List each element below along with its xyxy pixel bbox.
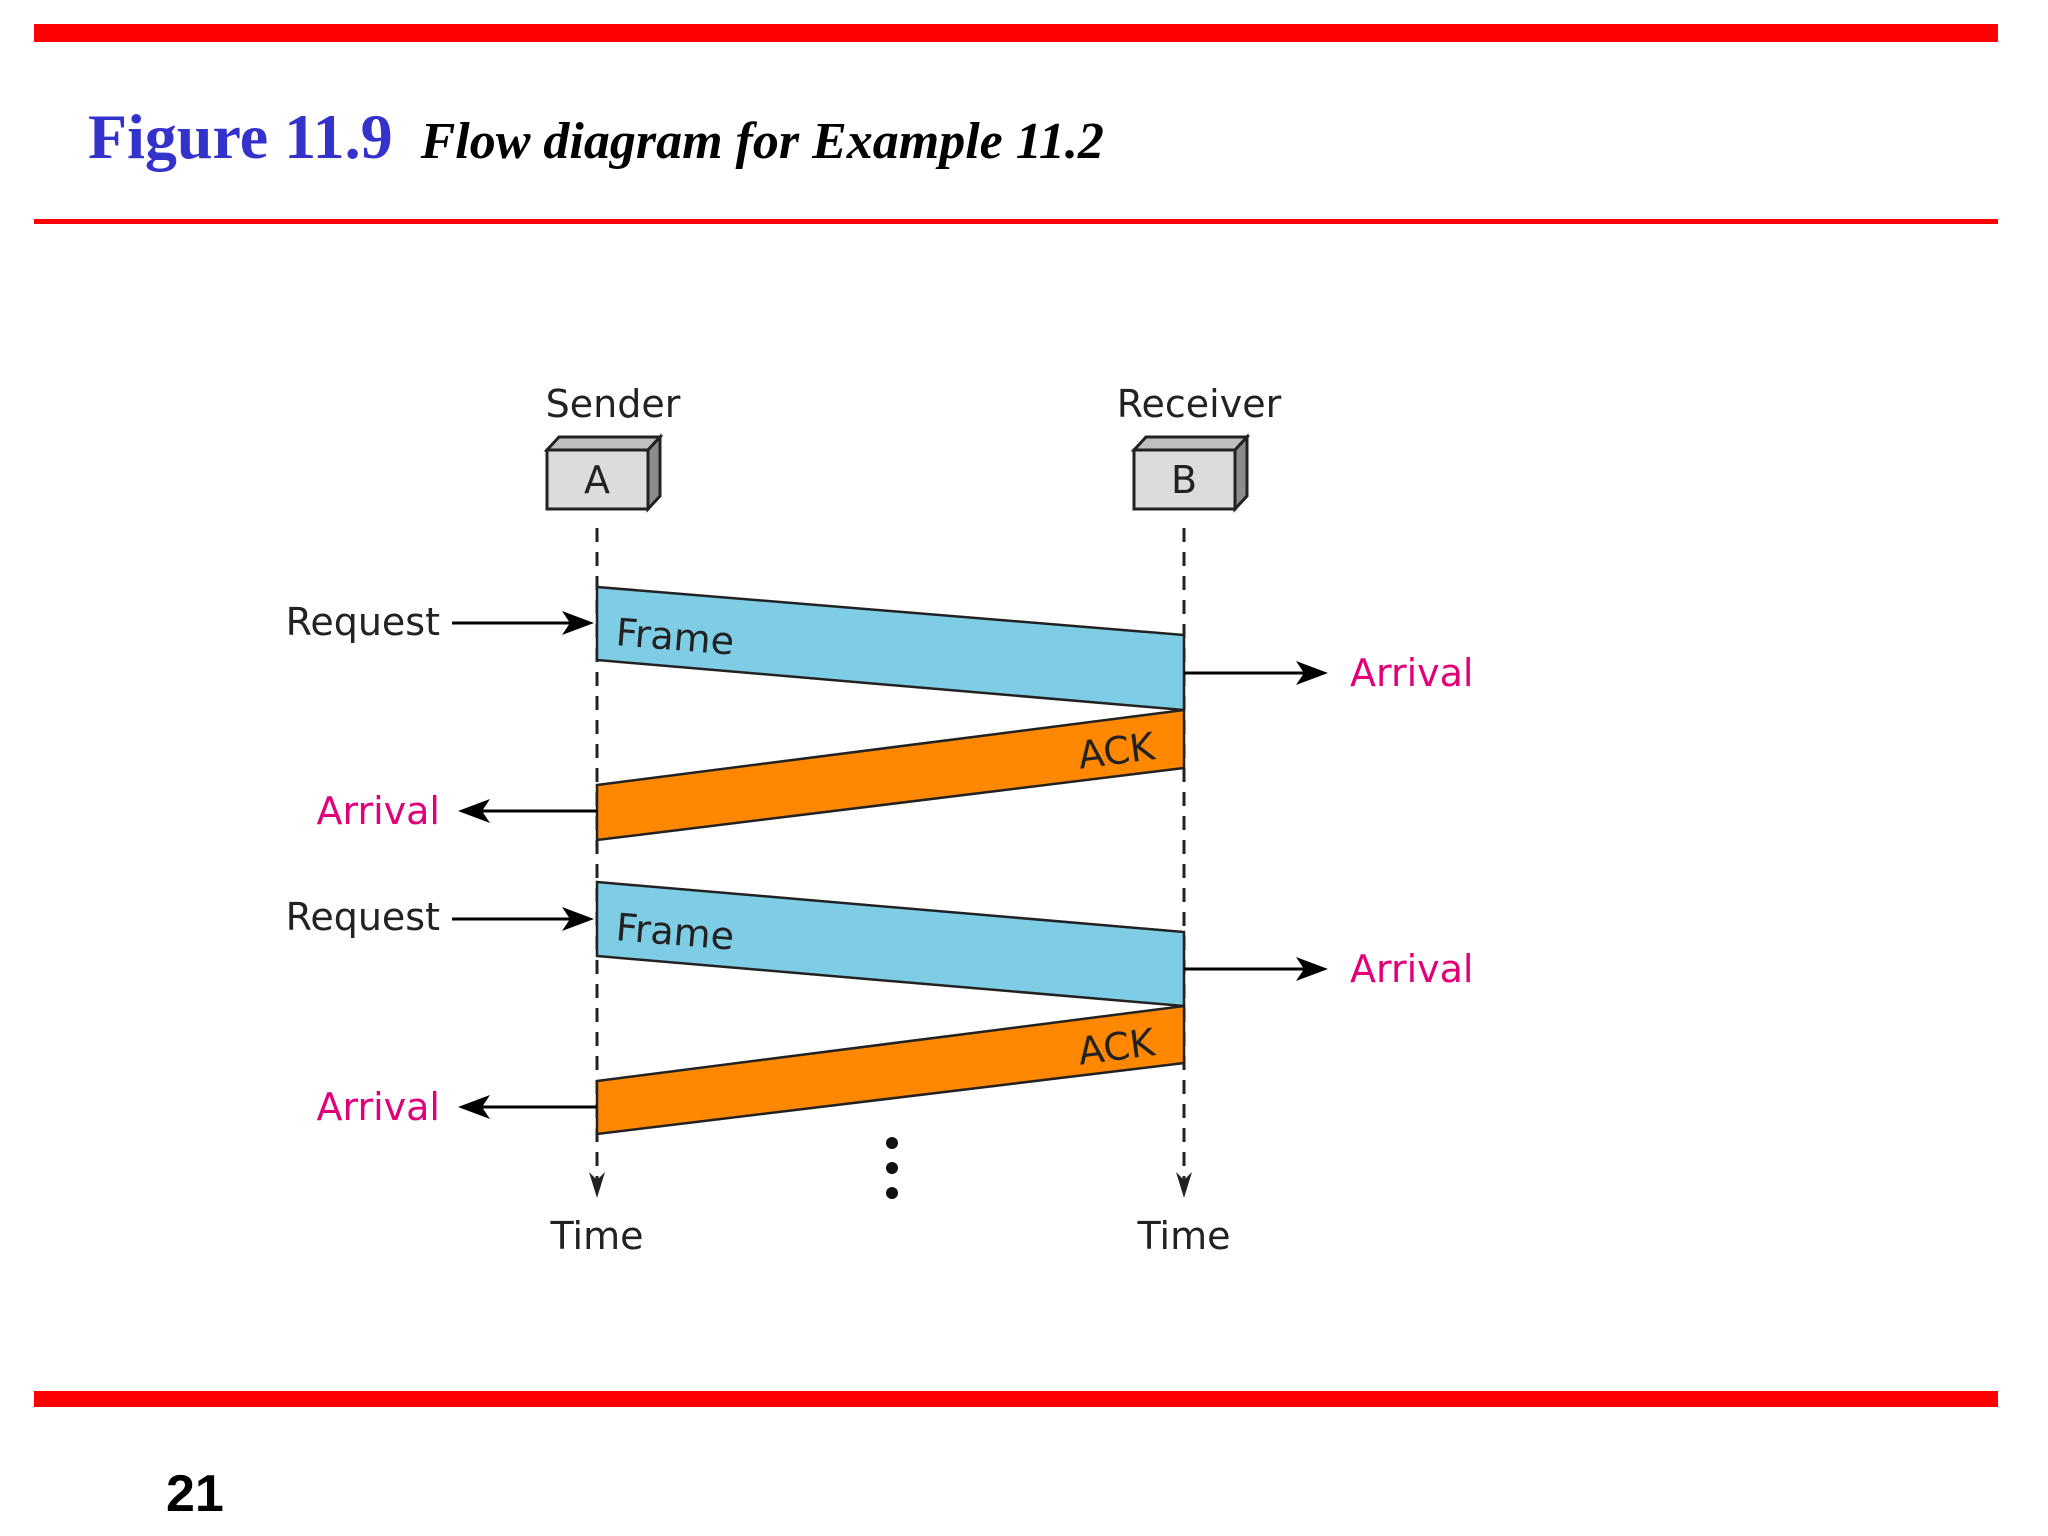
request-2-label: Request xyxy=(286,895,440,939)
station-b-label: B xyxy=(1171,458,1197,502)
slide-title: Figure 11.9 Flow diagram for Example 11.2 xyxy=(88,100,1104,174)
station-a-label: A xyxy=(584,458,610,502)
frame-1-label: Frame xyxy=(614,610,736,664)
figure-number: Figure 11.9 xyxy=(88,101,393,172)
ack-2 xyxy=(595,1004,1186,1136)
station-a-box: A xyxy=(543,433,664,513)
request-1-label: Request xyxy=(286,600,440,644)
ack-1-label: ACK xyxy=(1075,724,1158,778)
frame-2-label: Frame xyxy=(614,905,736,959)
title-underline-rule xyxy=(34,219,1998,224)
station-b-box: B xyxy=(1130,433,1251,513)
receiver-time-label: Time xyxy=(1137,1214,1231,1258)
ack-2-label: ACK xyxy=(1075,1020,1158,1074)
sender-label: Sender xyxy=(546,382,681,426)
sender-arrival-1-label: Arrival xyxy=(317,789,440,833)
receiver-time-arrow xyxy=(1176,1172,1192,1198)
sender-time-label: Time xyxy=(550,1214,644,1258)
receiver-arrival-2-label: Arrival xyxy=(1350,947,1473,991)
sender-time-arrow xyxy=(589,1172,605,1198)
top-red-rule xyxy=(34,24,1998,42)
continuation-ellipsis xyxy=(886,1137,898,1199)
figure-caption: Flow diagram for Example 11.2 xyxy=(420,113,1104,170)
ack-1 xyxy=(595,708,1186,842)
page-number: 21 xyxy=(166,1465,224,1523)
bottom-red-rule xyxy=(34,1391,1998,1407)
receiver-label: Receiver xyxy=(1117,382,1282,426)
sender-arrival-2-label: Arrival xyxy=(317,1085,440,1129)
receiver-arrival-1-label: Arrival xyxy=(1350,651,1473,695)
